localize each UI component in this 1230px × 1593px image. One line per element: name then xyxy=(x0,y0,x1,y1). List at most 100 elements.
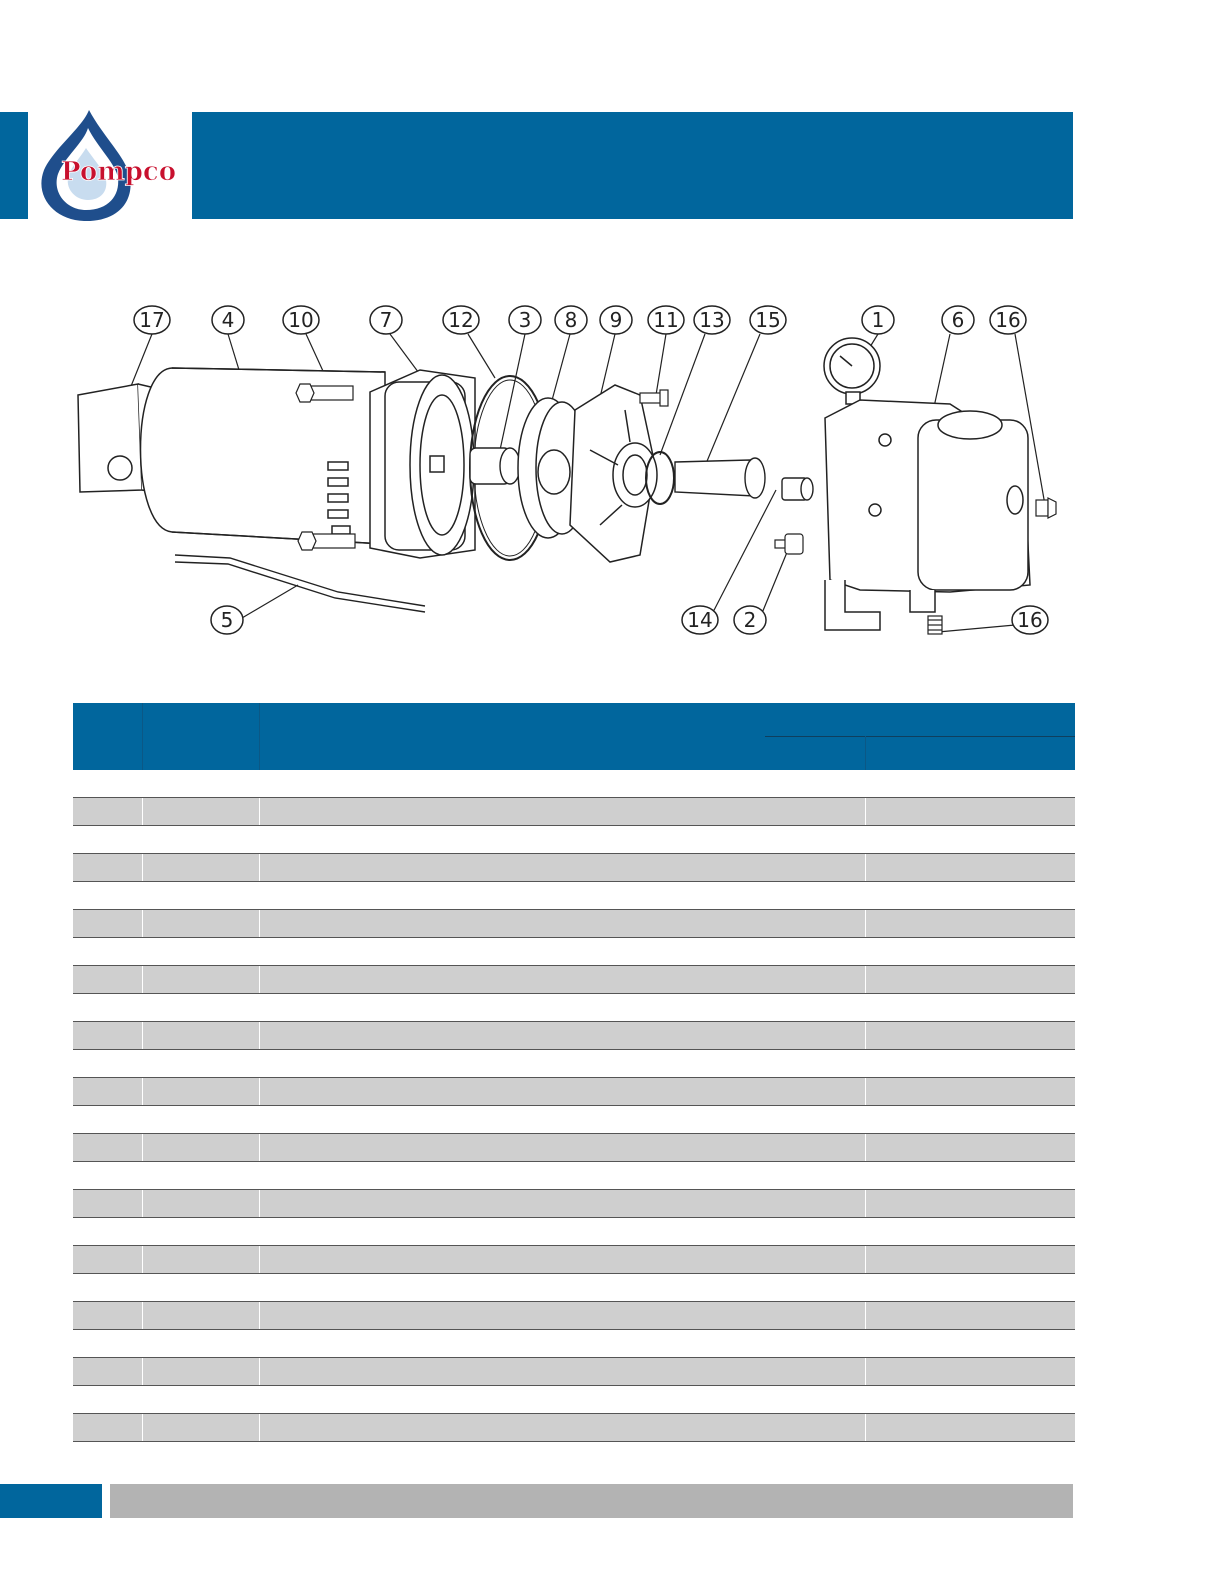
parts-table-header xyxy=(73,703,1075,770)
impeller xyxy=(517,397,589,539)
row-col-sep xyxy=(865,910,866,937)
row-col-sep xyxy=(142,938,143,965)
row-col-sep xyxy=(259,1050,260,1077)
table-row xyxy=(73,1218,1075,1246)
callout-4: 4 xyxy=(211,305,245,335)
row-col-sep xyxy=(259,1162,260,1189)
table-row xyxy=(73,882,1075,910)
shaft-seal xyxy=(469,447,521,485)
pump-casing xyxy=(824,399,1031,631)
row-col-sep xyxy=(865,854,866,881)
diffuser xyxy=(569,384,658,563)
callout-14: 14 xyxy=(681,605,719,635)
row-col-sep xyxy=(865,798,866,825)
row-col-sep xyxy=(865,1190,866,1217)
header-col-sep xyxy=(259,703,260,770)
row-col-sep xyxy=(142,994,143,1021)
svg-text:6: 6 xyxy=(952,308,965,332)
callout-11: 11 xyxy=(647,305,685,335)
callout-16-top: 16 xyxy=(989,305,1027,335)
row-col-sep xyxy=(259,1190,260,1217)
row-col-sep xyxy=(142,854,143,881)
row-col-sep xyxy=(865,882,866,909)
table-row xyxy=(73,1358,1075,1386)
through-bolts xyxy=(295,383,356,551)
callout-10: 10 xyxy=(282,305,320,335)
row-col-sep xyxy=(865,1050,866,1077)
venturi-o-ring xyxy=(645,451,675,505)
row-col-sep xyxy=(142,1218,143,1245)
row-col-sep xyxy=(142,1022,143,1049)
row-col-sep xyxy=(142,1302,143,1329)
footer-accent xyxy=(0,1484,102,1518)
svg-text:1: 1 xyxy=(872,308,885,332)
row-col-sep xyxy=(142,1274,143,1301)
row-col-sep xyxy=(259,966,260,993)
svg-text:15: 15 xyxy=(755,308,780,332)
table-row xyxy=(73,966,1075,994)
callout-3: 3 xyxy=(508,305,542,335)
row-col-sep xyxy=(142,1134,143,1161)
row-col-sep xyxy=(142,1050,143,1077)
row-col-sep xyxy=(259,910,260,937)
svg-text:9: 9 xyxy=(610,308,623,332)
svg-text:13: 13 xyxy=(699,308,724,332)
row-col-sep xyxy=(142,826,143,853)
row-col-sep xyxy=(142,910,143,937)
table-row xyxy=(73,938,1075,966)
row-col-sep xyxy=(865,966,866,993)
table-row xyxy=(73,1078,1075,1106)
header-col-sep xyxy=(865,736,866,770)
row-col-sep xyxy=(142,966,143,993)
tube xyxy=(174,554,426,613)
row-col-sep xyxy=(259,1106,260,1133)
svg-text:17: 17 xyxy=(139,308,164,332)
row-col-sep xyxy=(259,882,260,909)
row-col-sep xyxy=(865,1162,866,1189)
row-col-sep xyxy=(259,1022,260,1049)
row-col-sep xyxy=(259,1414,260,1441)
table-row xyxy=(73,798,1075,826)
row-col-sep xyxy=(865,1246,866,1273)
svg-text:12: 12 xyxy=(448,308,473,332)
row-col-sep xyxy=(865,1078,866,1105)
svg-text:11: 11 xyxy=(653,308,678,332)
table-row xyxy=(73,770,1075,798)
pressure-gauge xyxy=(823,337,881,405)
table-row xyxy=(73,1274,1075,1302)
row-col-sep xyxy=(142,1358,143,1385)
row-col-sep xyxy=(259,1218,260,1245)
svg-text:16: 16 xyxy=(1017,608,1042,632)
table-row xyxy=(73,1162,1075,1190)
row-col-sep xyxy=(865,770,866,797)
row-col-sep xyxy=(259,770,260,797)
header-group-split xyxy=(765,736,1075,737)
svg-text:10: 10 xyxy=(288,308,313,332)
callout-13: 13 xyxy=(693,305,731,335)
callout-5: 5 xyxy=(210,605,244,635)
row-col-sep xyxy=(259,1274,260,1301)
callout-1: 1 xyxy=(861,305,895,335)
venturi xyxy=(674,457,766,499)
table-row xyxy=(73,1302,1075,1330)
row-col-sep xyxy=(865,1022,866,1049)
row-col-sep xyxy=(865,826,866,853)
row-col-sep xyxy=(142,1106,143,1133)
svg-text:4: 4 xyxy=(222,308,235,332)
table-row xyxy=(73,1386,1075,1414)
row-col-sep xyxy=(865,994,866,1021)
row-col-sep xyxy=(865,1302,866,1329)
header-col-sep xyxy=(142,703,143,770)
row-col-sep xyxy=(865,1358,866,1385)
row-col-sep xyxy=(259,994,260,1021)
callout-labels: 17 4 10 7 12 3 8 9 11 13 15 1 6 16 5 14 … xyxy=(133,305,1049,635)
row-col-sep xyxy=(259,854,260,881)
svg-text:3: 3 xyxy=(519,308,532,332)
row-col-sep xyxy=(142,1386,143,1413)
row-col-sep xyxy=(142,1246,143,1273)
pompco-logo: Pompco xyxy=(41,110,176,222)
row-col-sep xyxy=(865,1134,866,1161)
row-col-sep xyxy=(259,1358,260,1385)
row-col-sep xyxy=(142,770,143,797)
row-col-sep xyxy=(142,1330,143,1357)
